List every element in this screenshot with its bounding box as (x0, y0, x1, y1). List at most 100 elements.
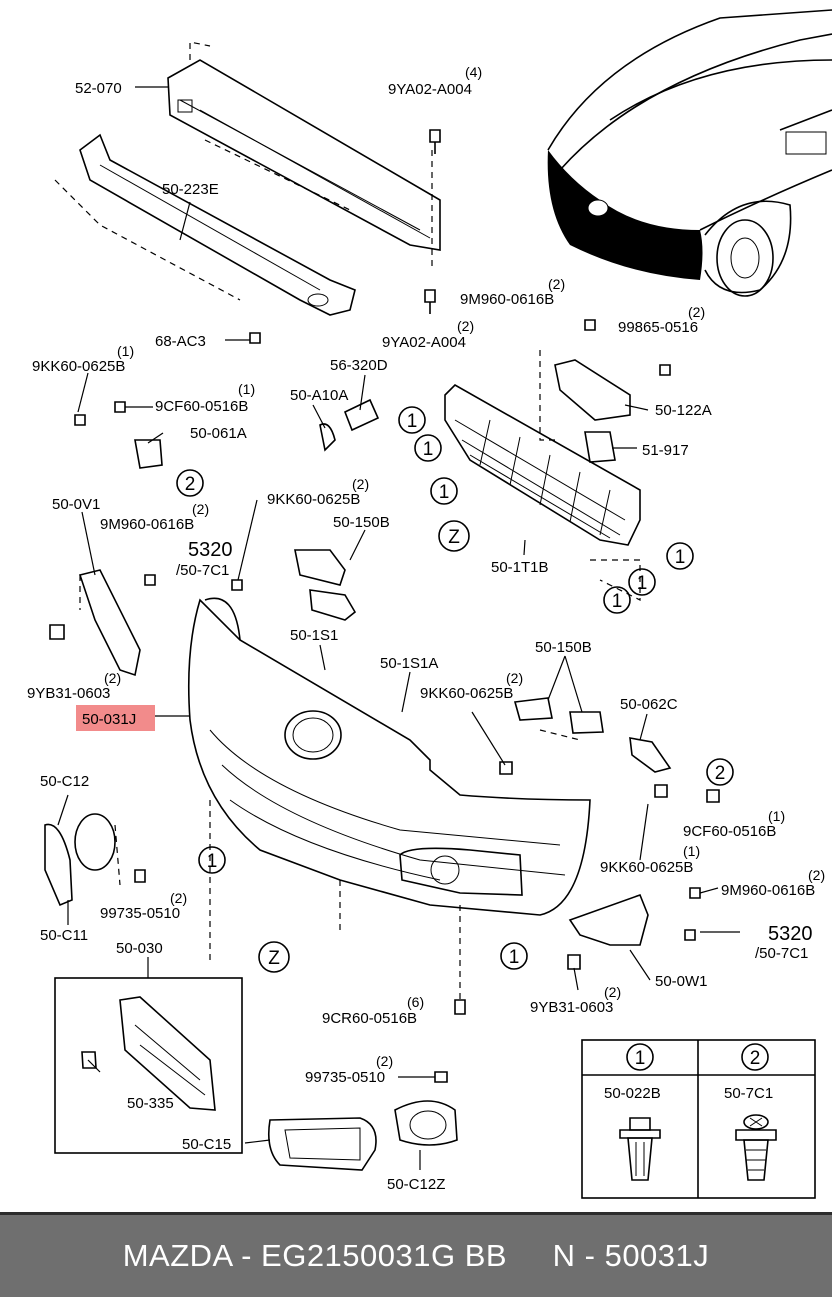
label-50-7c1-left: /50-7C1 (176, 562, 229, 579)
label-9kk60-right: 9KK60-0625B (600, 859, 693, 876)
label-5320-right: 5320 (768, 923, 813, 945)
svg-text:1: 1 (637, 573, 648, 594)
qty-9kk60-mid: (2) (352, 476, 369, 492)
callout-1: 1 (430, 477, 458, 505)
fog-bezels-bottom (267, 1100, 458, 1171)
svg-text:1: 1 (675, 547, 686, 568)
label-50-c15: 50-C15 (182, 1136, 231, 1153)
license-bracket-inset (54, 977, 243, 1154)
parts-diagram: 52-070 (4) 9YA02-A004 50-223E 68-AC3 (2)… (27, 9, 832, 1199)
label-9kk60-mid: 9KK60-0625B (267, 491, 360, 508)
callout-1: 1 (414, 434, 442, 462)
label-99735-left: 99735-0510 (100, 905, 180, 922)
label-68-ac3: 68-AC3 (155, 333, 206, 350)
label-50-7c1-right: /50-7C1 (755, 945, 808, 962)
label-50-150b-top: 50-150B (333, 514, 390, 531)
callout-markers: 1 1 1 Z 1 1 1 2 2 1 1 Z (176, 406, 734, 973)
qty-99865: (2) (688, 304, 705, 320)
qty-9cr60: (6) (407, 994, 424, 1010)
callout-z: Z (258, 941, 290, 973)
label-9ya02-top: 9YA02-A004 (388, 81, 472, 98)
label-99865: 99865-0516 (618, 319, 698, 336)
svg-text:1: 1 (635, 1048, 646, 1069)
qty-9kk60-left: (1) (117, 343, 134, 359)
callout-1: 1 (500, 942, 528, 970)
side-bracket-right (568, 893, 649, 946)
svg-text:1: 1 (207, 851, 218, 872)
label-50-062c: 50-062C (620, 696, 678, 713)
bumper-absorber (54, 133, 356, 316)
fastener-legend: 1 2 50-022B 50-7C1 (581, 1039, 816, 1199)
callout-1: 1 (603, 586, 631, 614)
label-50-335: 50-335 (127, 1095, 174, 1112)
label-9yb31-left: 9YB31-0603 (27, 685, 110, 702)
label-50-c12z: 50-C12Z (387, 1176, 445, 1193)
part-labels: 52-070 (4) 9YA02-A004 50-223E 68-AC3 (2)… (27, 64, 825, 1193)
push-clip-icon (619, 1117, 661, 1181)
label-5320-left: 5320 (188, 539, 233, 561)
label-50-c12: 50-C12 (40, 773, 89, 790)
qty-9m960-left: (2) (192, 501, 209, 517)
svg-text:1: 1 (407, 411, 418, 432)
label-9kk60-mid2: 9KK60-0625B (420, 685, 513, 702)
qty-9ya02-bottom: (2) (457, 318, 474, 334)
label-50-a10a: 50-A10A (290, 387, 348, 404)
leader-lines (57, 86, 740, 1170)
qty-9ya02-top: (4) (465, 64, 482, 80)
target-part-highlight (76, 705, 155, 731)
svg-text:1: 1 (439, 482, 450, 503)
legend-part-50-022b: 50-022B (604, 1085, 661, 1102)
label-50-c11: 50-C11 (40, 927, 88, 944)
footer-part-number-text: MAZDA - EG2150031G BB N - 50031J (122, 1238, 710, 1273)
label-50-122a: 50-122A (655, 402, 712, 419)
label-50-223e: 50-223E (162, 181, 219, 198)
label-9kk60-left: 9KK60-0625B (32, 358, 125, 375)
svg-text:Z: Z (448, 527, 460, 548)
clip-50-061a (134, 439, 163, 469)
callout-1: 1 (628, 568, 656, 596)
callout-z: Z (438, 520, 470, 552)
legend-marker-2: 2 (741, 1043, 769, 1071)
front-bumper-cover (187, 597, 591, 1000)
label-56-320d: 56-320D (330, 357, 388, 374)
fasteners (49, 129, 720, 1083)
legend-part-50-7c1: 50-7C1 (724, 1085, 773, 1102)
label-9m960-top: 9M960-0616B (460, 291, 554, 308)
qty-9yb31-right: (2) (604, 984, 621, 1000)
part-number-footer: MAZDA - EG2150031G BB N - 50031J (0, 1212, 832, 1297)
qty-99735-left: (2) (170, 890, 187, 906)
qty-9m960-right: (2) (808, 867, 825, 883)
label-9m960-right: 9M960-0616B (721, 882, 815, 899)
qty-9m960-top: (2) (548, 276, 565, 292)
side-bracket-left (78, 569, 141, 677)
label-50-031j: 50-031J (82, 711, 136, 728)
bracket-50-062c (629, 737, 672, 773)
label-99735-bottom: 99735-0510 (305, 1069, 385, 1086)
label-50-0w1: 50-0W1 (655, 973, 708, 990)
label-9cr60: 9CR60-0516B (322, 1010, 417, 1027)
bracket-50-150b (294, 549, 604, 741)
qty-9cf60-left: (1) (238, 381, 255, 397)
qty-9yb31-left: (2) (104, 670, 121, 686)
callout-1: 1 (666, 542, 694, 570)
label-50-0v1: 50-0V1 (52, 496, 100, 513)
label-50-030: 50-030 (116, 940, 163, 957)
qty-99735-bottom: (2) (376, 1053, 393, 1069)
label-52-070: 52-070 (75, 80, 122, 97)
label-51-917: 51-917 (642, 442, 689, 459)
callout-2: 2 (176, 469, 204, 497)
label-50-1s1: 50-1S1 (290, 627, 338, 644)
qty-9kk60-mid2: (2) (506, 670, 523, 686)
callout-1: 1 (198, 846, 226, 874)
label-50-1t1b: 50-1T1B (491, 559, 549, 576)
qty-9cf60-right: (1) (768, 808, 785, 824)
label-9ya02-bottom: 9YA02-A004 (382, 334, 466, 351)
clip-50-a10a (319, 398, 380, 452)
svg-text:Z: Z (268, 948, 280, 969)
label-50-150b-mid: 50-150B (535, 639, 592, 656)
callout-1: 1 (398, 406, 426, 434)
vehicle-illustration (547, 9, 832, 297)
qty-9kk60-right: (1) (683, 843, 700, 859)
callout-2: 2 (706, 758, 734, 786)
label-9cf60-right: 9CF60-0516B (683, 823, 776, 840)
